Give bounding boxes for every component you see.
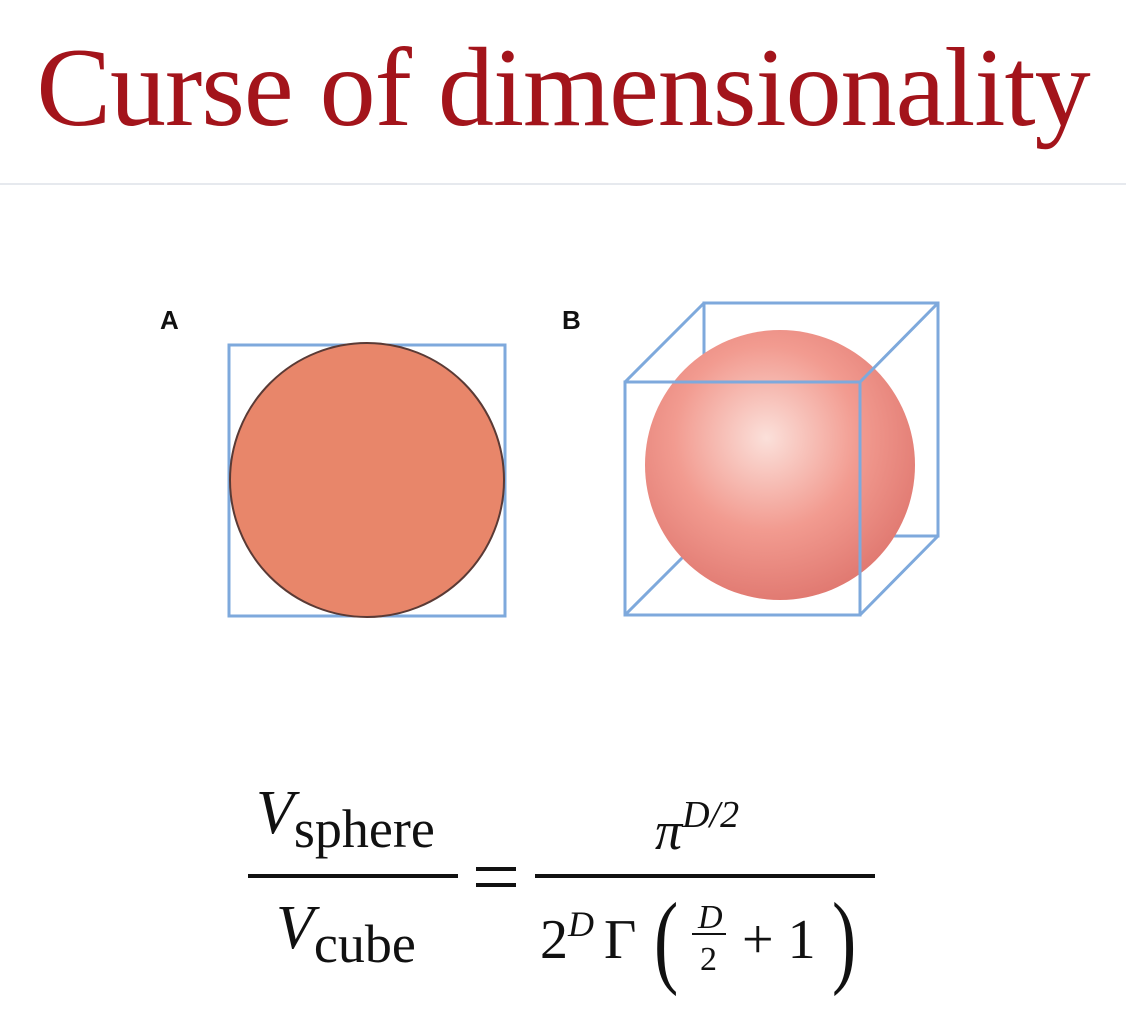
cube-edge-top-right [858,301,940,384]
cube-edge-top-left [623,301,706,384]
rhs-denominator-coefficient: 2 [540,909,568,971]
inscribed-circle [229,342,505,618]
lhs-numerator: Vsphere [256,778,435,859]
lhs-denominator-variable: V [276,894,314,962]
panel-b-diagram [623,301,940,617]
inscribed-sphere [645,330,915,600]
title-divider [0,183,1126,185]
rhs-fraction-bar [535,874,875,878]
lhs-denominator-subscript: cube [313,914,416,974]
lhs-denominator: Vcube [276,893,416,974]
lhs-numerator-subscript: sphere [293,799,435,859]
inner-fraction-bar [692,933,726,935]
rhs-numerator-exponent: D/2 [682,794,740,836]
plus-one: + 1 [742,909,816,971]
gamma-symbol: Γ [604,909,637,971]
lhs-fraction-bar [248,874,458,878]
inner-fraction-numerator: D [698,899,723,936]
open-paren: ( [654,882,679,997]
panel-a-label: A [160,305,179,335]
inner-fraction-denominator: 2 [700,941,717,978]
close-paren: ) [832,882,857,997]
rhs-numerator: πD/2 [655,794,739,868]
rhs-numerator-base: π [655,801,683,861]
panel-a-diagram [227,342,507,618]
equals-bar-top [476,867,516,871]
page-title: Curse of dimensionality [36,26,1090,150]
cube-front-face [623,380,862,617]
rhs-denominator-exponent: D [568,904,594,944]
lhs-numerator-variable: V [256,779,294,847]
panel-b-label: B [562,305,581,335]
equals-bar-bottom [476,883,516,887]
cube-edge-bottom-right [858,534,940,617]
